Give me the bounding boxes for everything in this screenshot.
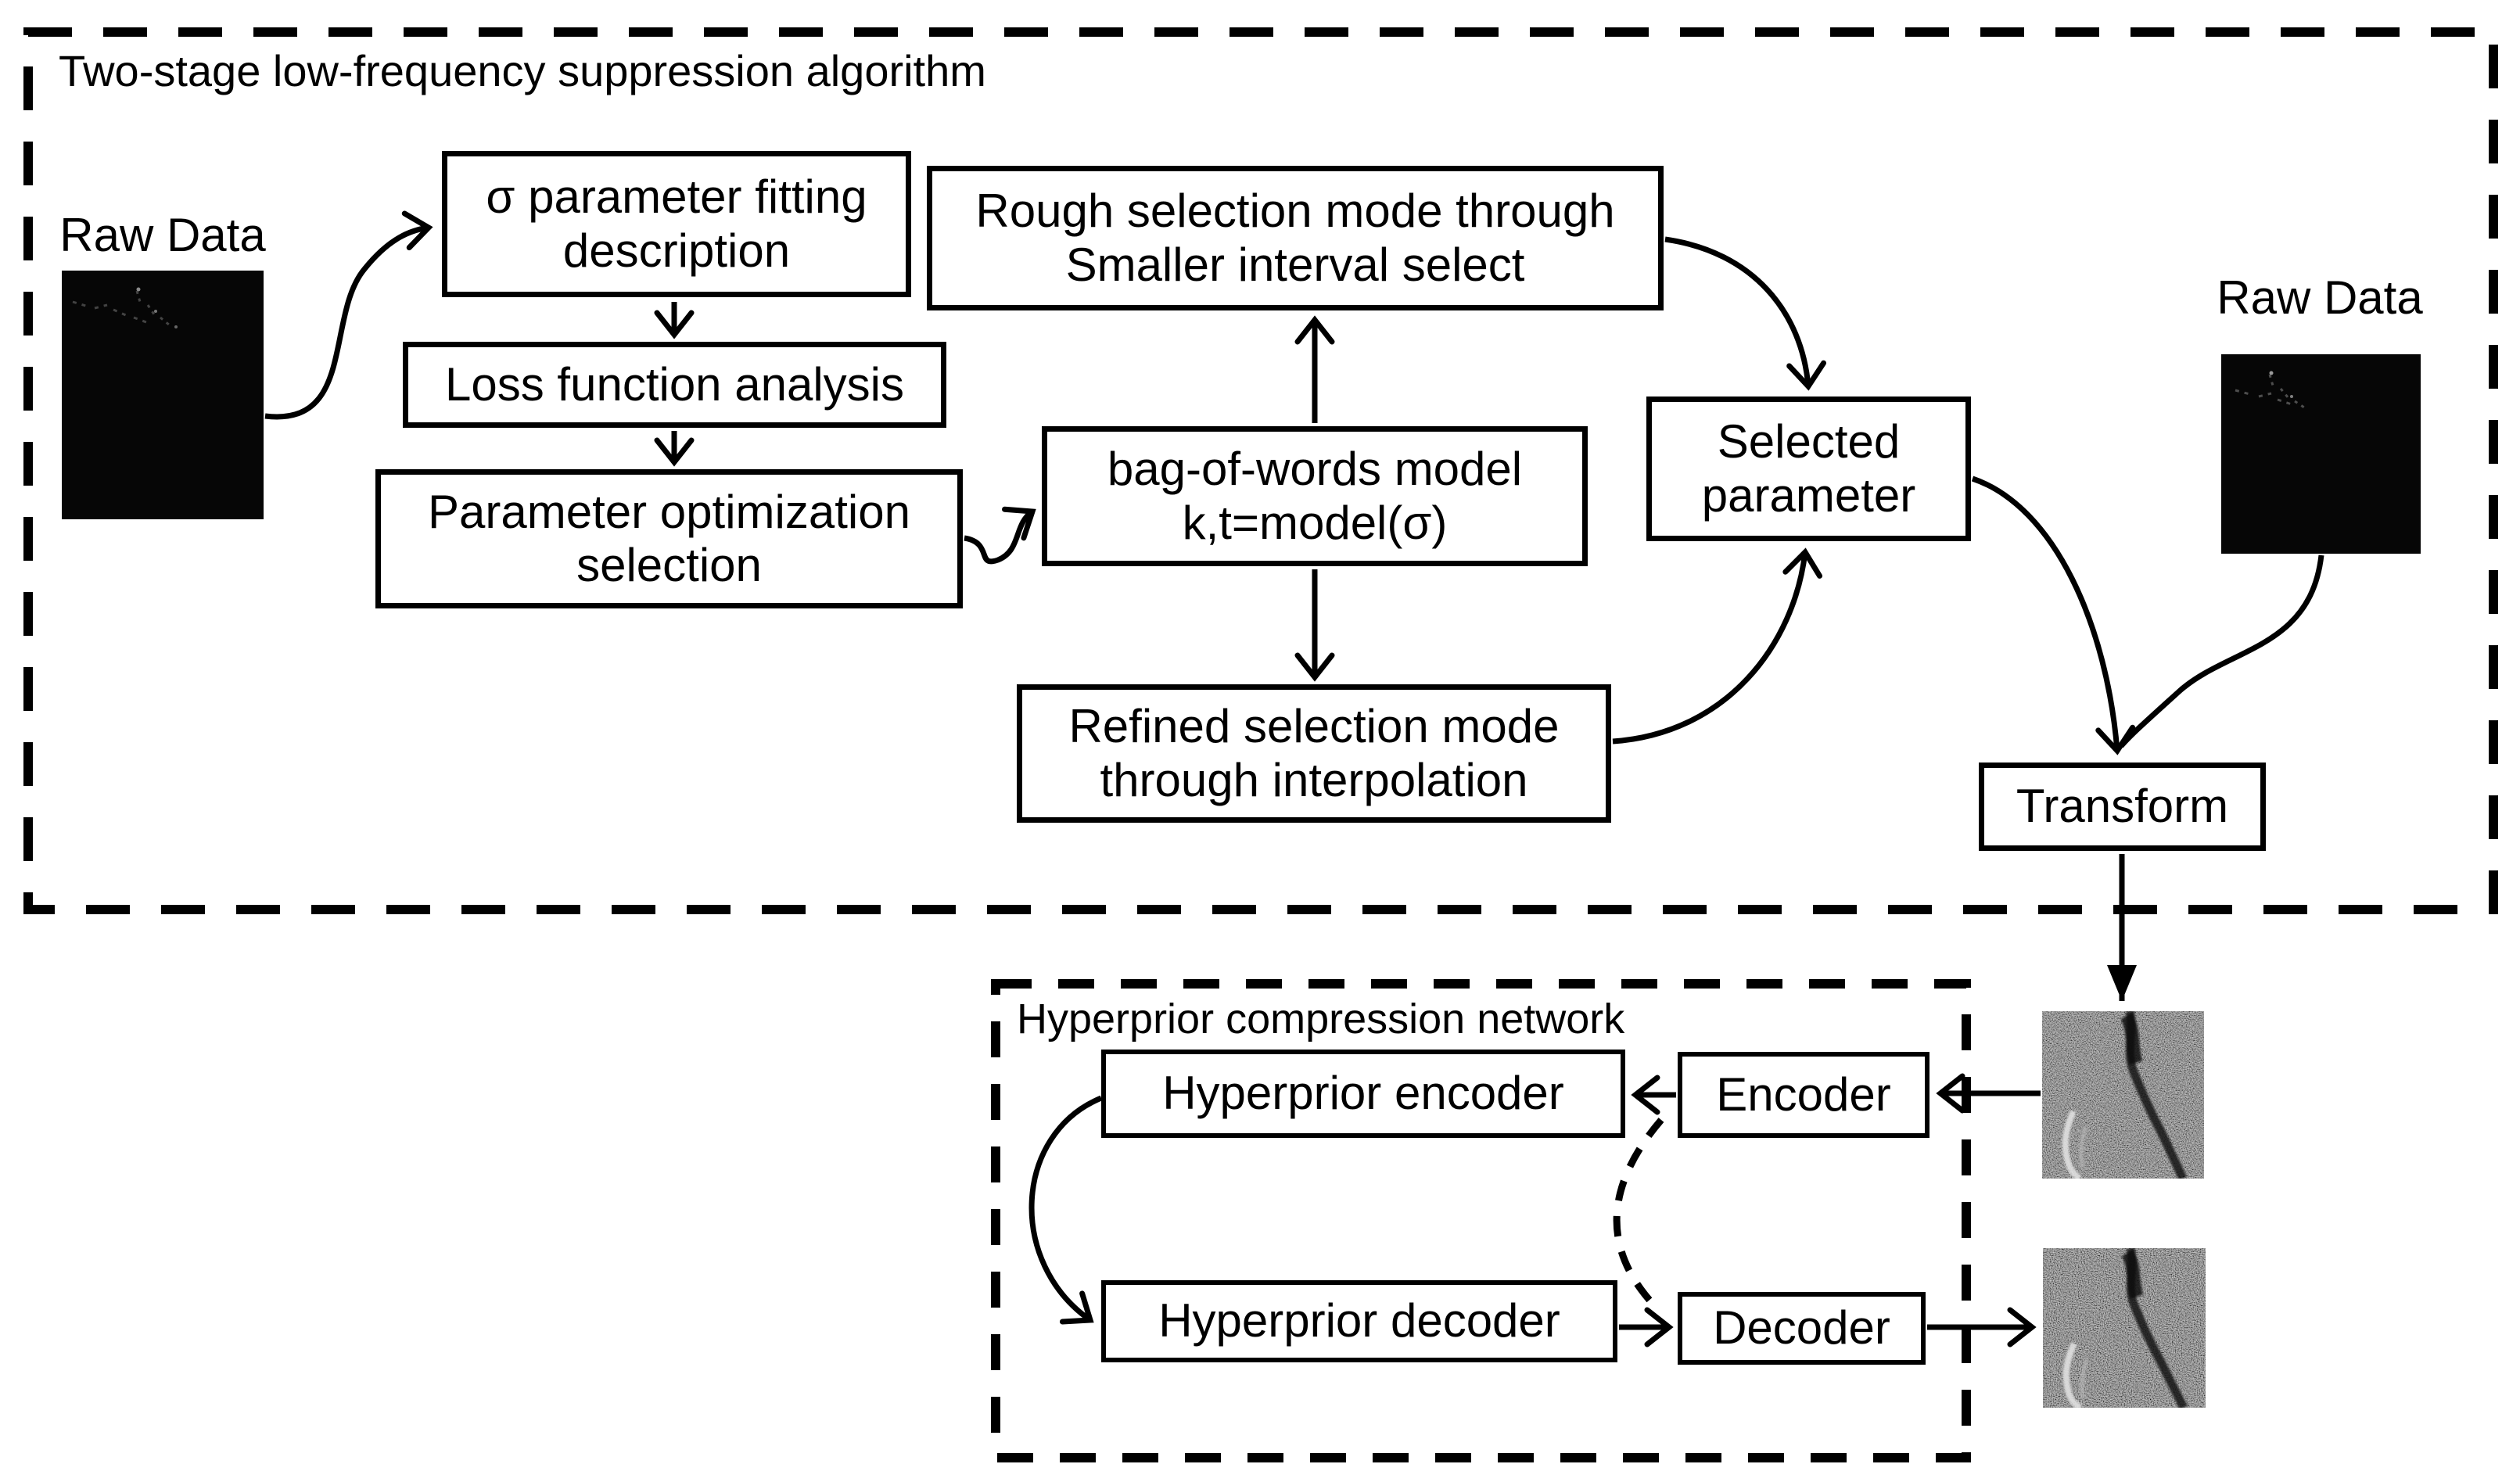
loss-analysis-line1: Loss function analysis xyxy=(445,357,904,411)
stage2-dashed-border xyxy=(991,979,1971,1462)
decoder-box: Decoder xyxy=(1678,1292,1926,1365)
arrow-refined-to-selected xyxy=(1612,547,1823,745)
loss-analysis-box: Loss function analysis xyxy=(403,342,946,428)
raw-data-right-label: Raw Data xyxy=(2217,271,2423,324)
raw-data-left-label: Raw Data xyxy=(59,209,266,261)
selected-parameter-box: Selected parameter xyxy=(1646,397,1971,541)
arrow-dashed-encoder-to-decoder xyxy=(1613,1118,1664,1308)
raw-data-image-left xyxy=(62,271,264,519)
rough-selection-line1: Rough selection mode through xyxy=(975,185,1615,238)
rough-selection-line2: Smaller interval select xyxy=(1065,238,1525,291)
stage1-region-title: Two-stage low-frequency suppression algo… xyxy=(59,46,986,95)
bag-of-words-line2: k,t=model(σ) xyxy=(1182,496,1448,549)
arrow-rough-to-selected xyxy=(1664,236,1827,391)
raw-data-image-right xyxy=(2221,354,2421,554)
arrow-rawdata-right-to-transform xyxy=(2119,554,2324,748)
hyperprior-decoder-line1: Hyperprior decoder xyxy=(1158,1294,1560,1347)
refined-selection-line1: Refined selection mode xyxy=(1068,700,1560,753)
arrow-hyperencoder-to-hyperdecoder xyxy=(1028,1095,1103,1325)
encoder-box: Encoder xyxy=(1678,1052,1929,1138)
refined-selection-box: Refined selection mode through interpola… xyxy=(1017,684,1611,823)
sigma-fitting-line2: description xyxy=(562,224,791,277)
decoder-line1: Decoder xyxy=(1713,1301,1890,1355)
arrow-param-to-bagofwords xyxy=(964,506,1036,565)
selected-parameter-line1: Selected xyxy=(1717,415,1901,468)
hyperprior-decoder-box: Hyperprior decoder xyxy=(1101,1280,1617,1362)
encoder-line1: Encoder xyxy=(1716,1068,1891,1121)
rough-selection-box: Rough selection mode through Smaller int… xyxy=(927,166,1664,310)
param-optimization-box: Parameter optimization selection xyxy=(375,469,963,608)
speckle-image-input xyxy=(2042,1011,2204,1179)
arrow-rawdata-to-sigma xyxy=(264,210,433,420)
raw-data-right-specks xyxy=(2235,371,2305,409)
transform-box: Transform xyxy=(1979,763,2266,851)
bag-of-words-line1: bag-of-words model xyxy=(1107,443,1523,496)
refined-selection-line2: through interpolation xyxy=(1100,753,1528,806)
raw-data-left-specks xyxy=(72,287,178,328)
hyperprior-encoder-box: Hyperprior encoder xyxy=(1101,1050,1625,1138)
stage1-dashed-border xyxy=(23,27,2498,914)
hyperprior-encoder-line1: Hyperprior encoder xyxy=(1162,1067,1564,1120)
selected-parameter-line2: parameter xyxy=(1701,468,1916,522)
arrow-selected-to-transform xyxy=(1971,475,2136,755)
bag-of-words-box: bag-of-words model k,t=model(σ) xyxy=(1042,426,1588,566)
sigma-fitting-line1: σ parameter fitting xyxy=(486,170,867,224)
param-optimization-line1: Parameter optimization xyxy=(428,485,910,538)
transform-line1: Transform xyxy=(2016,780,2229,833)
param-optimization-line2: selection xyxy=(576,539,762,591)
stage2-region-title: Hyperprior compression network xyxy=(1017,996,1625,1042)
speckle-image-output xyxy=(2043,1248,2206,1408)
sigma-fitting-box: σ parameter fitting description xyxy=(442,151,911,297)
